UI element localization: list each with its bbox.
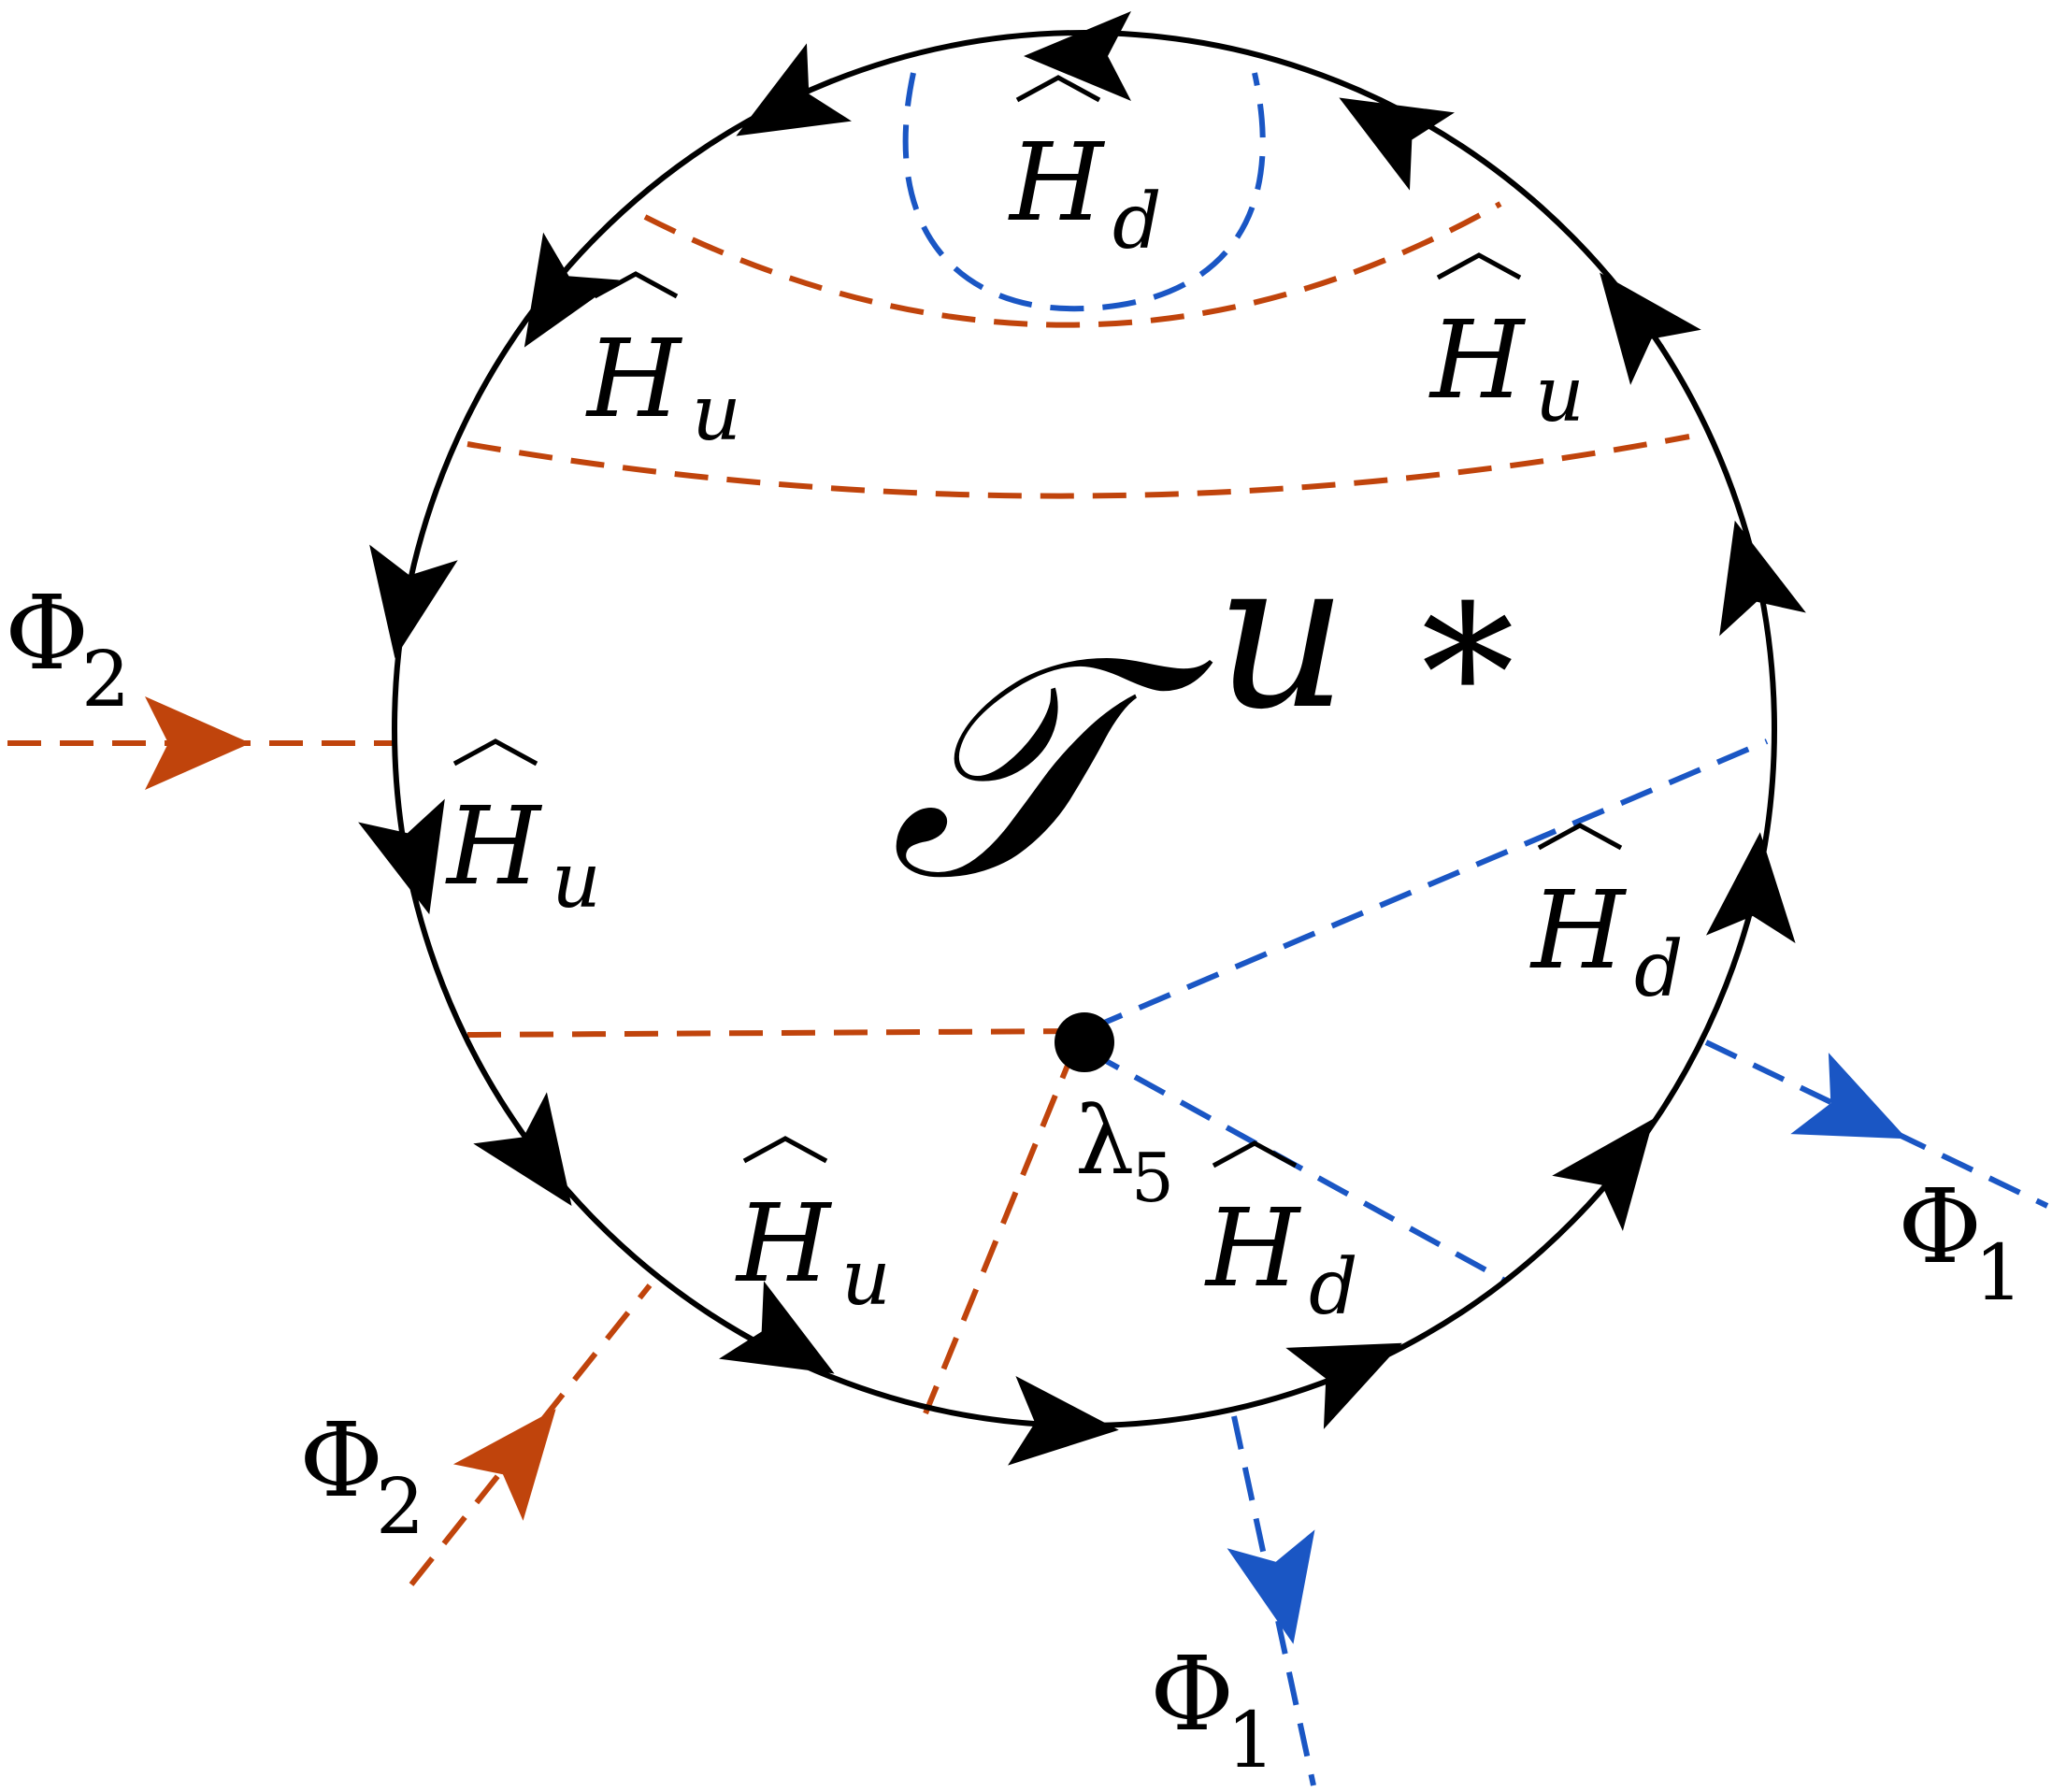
phi1-bottom-sub: 1 [1227,1697,1275,1785]
loop-arrow-left-upper [369,544,458,659]
phi2-left-label: Φ 2 [5,573,130,724]
h-d-propagators [902,72,1769,1283]
hat-icon [593,271,679,299]
loop-arrowheads [358,11,1806,1466]
label-base: H [1428,298,1527,423]
phi1-right-label: Φ 1 [1898,1167,2023,1318]
loop-arrow-upper-left [524,232,620,348]
label-sub: d [1634,925,1684,1014]
h-u-line-vertex-bottom [923,1045,1078,1415]
label-upper-left: H u [585,271,741,458]
loop-arrow-bottom [1008,1375,1119,1466]
phi1-right-arrowhead [1790,1053,1907,1140]
vertex-label-sub: 5 [1131,1139,1174,1217]
label-top-inner: H d [1008,75,1162,266]
label-base: H [735,1182,833,1307]
loop-arrow-lower-left [473,1092,572,1207]
label-sub: d [1112,178,1162,266]
hat-icon [1537,823,1623,851]
h-u-arc-top [643,201,1502,328]
vertex-label: λ 5 [1075,1086,1174,1217]
label-sub: d [1309,1243,1358,1332]
vertex-label-base: λ [1075,1086,1134,1196]
hat-icon [742,1136,828,1164]
center-label-superscript: u [1215,515,1348,754]
label-sub: u [841,1234,891,1323]
phi2-left-arrowhead [145,696,251,790]
label-upper-right: H u [1428,252,1585,439]
label-base: H [1204,1186,1302,1312]
label-sub: u [1535,351,1585,439]
loop-arrow-right-lower [1705,832,1796,943]
h-d-loop-top [902,72,1266,312]
label-sub: u [552,837,601,925]
loop-arrow-bottom-left [719,1281,835,1374]
hat-icon [1015,75,1101,103]
label-mid-right: H d [1529,823,1684,1014]
phi2-left-sub: 2 [81,636,130,724]
h-d-line-vertex-right [1089,738,1769,1031]
label-base: H [1008,121,1106,246]
external-arrowheads [145,696,1907,1644]
loop-arrow-upper-right [1600,272,1701,385]
phi1-bottom-arrowhead [1227,1529,1315,1644]
loop-arrow-bottom-right [1285,1342,1402,1429]
phi2-bottom-arrowhead [452,1409,556,1521]
label-sub: u [692,369,741,458]
center-label: 𝒯 u * [888,515,1514,947]
hat-icon [1212,1140,1298,1168]
h-u-line-to-vertex [466,1028,1083,1038]
loop-arrow-top-left [736,43,852,136]
h-u-arc-middle [466,434,1690,499]
label-base: H [585,317,683,442]
loop-arrow-right-upper [1719,520,1806,637]
loop-arrow-left-lower [358,798,445,915]
h-u-propagators [466,201,1690,1415]
hat-icon [452,738,538,767]
phi1-bottom-label: Φ 1 [1150,1634,1275,1785]
label-mid-left: H u [445,738,601,925]
phi1-right-base: Φ [1898,1167,1982,1286]
phi2-bottom-label: Φ 2 [299,1400,424,1552]
lambda5-vertex [1055,1012,1114,1072]
center-label-star: * [1421,566,1514,783]
phi2-bottom-leg [409,1283,653,1586]
center-label-symbol: 𝒯 [888,588,1216,947]
label-base: H [1529,868,1628,994]
h-d-line-vertex-lower-right [1087,1049,1507,1283]
loop-arrow-lower-right [1552,1118,1654,1231]
hat-icon [1436,252,1522,280]
phi2-left-base: Φ [5,573,89,693]
phi1-right-sub: 1 [1974,1229,2023,1318]
loop-arrow-top [1024,11,1131,101]
label-bottom-left: H u [735,1136,891,1323]
phi2-bottom-sub: 2 [376,1463,424,1552]
label-bottom-right: H d [1204,1140,1358,1332]
phi1-bottom-base: Φ [1150,1634,1234,1754]
label-base: H [445,784,543,910]
loop-arrow-top-right [1339,97,1455,191]
phi2-bottom-base: Φ [299,1400,383,1520]
